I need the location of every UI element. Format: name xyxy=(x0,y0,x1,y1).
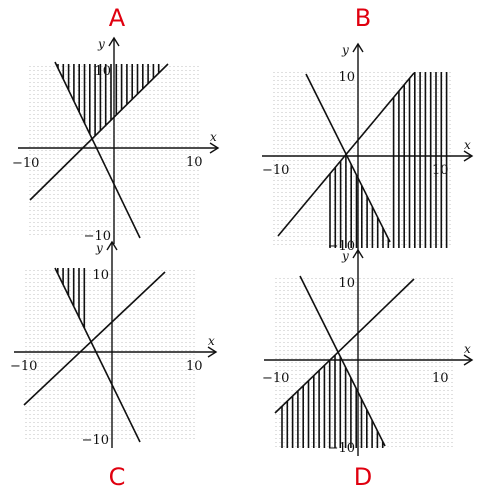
axis-label-y: y xyxy=(341,249,349,263)
axis-label-y: y xyxy=(97,37,105,51)
x-axis-arrow xyxy=(209,142,220,154)
boundary-line-increasing xyxy=(274,278,415,414)
tick-label-xmax: 10 xyxy=(432,163,449,178)
axis-label-x: x xyxy=(464,138,471,152)
tick-label-ymax: 10 xyxy=(338,70,355,85)
axis-label-y: y xyxy=(341,43,349,57)
tick-label-ymin: −10 xyxy=(328,441,355,456)
tick-label-ymin: −10 xyxy=(328,239,355,254)
x-axis-arrow xyxy=(463,354,474,366)
y-axis-arrow xyxy=(352,248,364,259)
tick-label-ymax: 10 xyxy=(92,268,109,283)
x-axis-arrow xyxy=(207,346,218,358)
option-letter-d: D xyxy=(353,463,373,491)
tick-label-xmin: −10 xyxy=(262,163,289,178)
y-axis-arrow xyxy=(108,36,120,47)
boundary-line-decreasing xyxy=(54,61,141,239)
x-axis-arrow xyxy=(463,150,474,162)
option-letter-c: C xyxy=(108,463,126,491)
tick-label-ymax: 10 xyxy=(94,64,111,79)
axis-label-x: x xyxy=(464,342,471,356)
option-letter-a: A xyxy=(108,4,126,32)
boundary-line-decreasing xyxy=(305,73,391,243)
tick-label-xmin: −10 xyxy=(12,156,39,171)
option-letter-b: B xyxy=(354,4,372,32)
dotted-grid xyxy=(275,278,453,448)
shaded-region xyxy=(281,355,384,448)
tick-label-xmax: 10 xyxy=(432,371,449,386)
tick-label-xmax: 10 xyxy=(186,155,203,170)
shaded-region xyxy=(56,268,86,328)
axis-label-x: x xyxy=(208,334,215,348)
tick-label-ymax: 10 xyxy=(338,276,355,291)
tick-label-xmin: −10 xyxy=(10,359,37,374)
axis-label-y: y xyxy=(95,241,103,255)
y-axis-arrow xyxy=(106,240,118,251)
y-axis-arrow xyxy=(352,42,364,53)
axis-label-x: x xyxy=(210,130,217,144)
tick-label-ymin: −10 xyxy=(84,229,111,244)
boundary-line-increasing xyxy=(23,271,166,406)
tick-label-ymin: −10 xyxy=(82,433,109,448)
tick-label-xmax: 10 xyxy=(186,359,203,374)
boundary-line-decreasing xyxy=(299,275,386,447)
shaded-region xyxy=(57,64,160,136)
boundary-line-increasing xyxy=(277,72,415,237)
dotted-grid xyxy=(25,270,195,440)
boundary-line-decreasing xyxy=(54,267,141,443)
boundary-line-increasing xyxy=(29,63,169,201)
shaded-region xyxy=(329,72,448,248)
tick-label-xmin: −10 xyxy=(262,371,289,386)
